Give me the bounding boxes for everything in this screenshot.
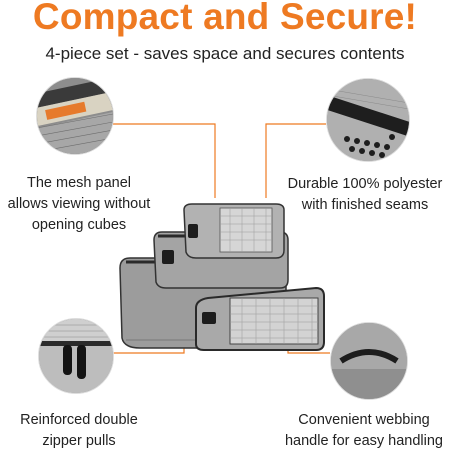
packing-cubes-product-image [119, 203, 325, 351]
leader-line-polyester [265, 123, 326, 198]
leader-line-mesh [110, 123, 216, 198]
mesh-panel-caption-line1: The mesh panel [27, 175, 131, 191]
mesh-panel-caption-line2: allows viewing without [7, 196, 151, 212]
polyester-caption: Durable 100% polyester with finished sea… [280, 174, 450, 216]
zipper-caption: Reinforced double zipper pulls [0, 410, 158, 452]
headline: Compact and Secure! [32, 0, 418, 37]
mesh-panel-detail-image [36, 77, 114, 155]
handle-caption-line2: handle for easy handling [284, 433, 443, 449]
slim-cube [195, 286, 325, 351]
subheadline: 4-piece set - saves space and secures co… [45, 44, 405, 63]
mesh-panel-caption-line3: opening cubes [31, 217, 127, 233]
zipper-pulls-detail-image [38, 318, 114, 394]
webbing-handle-detail-image [330, 322, 408, 400]
polyester-seams-detail-image [326, 78, 410, 162]
handle-caption-line1: Convenient webbing [298, 412, 430, 428]
zipper-caption-line2: zipper pulls [42, 433, 116, 449]
polyester-caption-line1: Durable 100% polyester [287, 176, 443, 192]
polyester-caption-line2: with finished seams [301, 197, 429, 213]
mesh-panel-caption: The mesh panel allows viewing without op… [0, 173, 158, 236]
small-cube [183, 203, 285, 259]
handle-caption: Convenient webbing handle for easy handl… [278, 410, 450, 452]
zipper-caption-line1: Reinforced double [20, 412, 138, 428]
